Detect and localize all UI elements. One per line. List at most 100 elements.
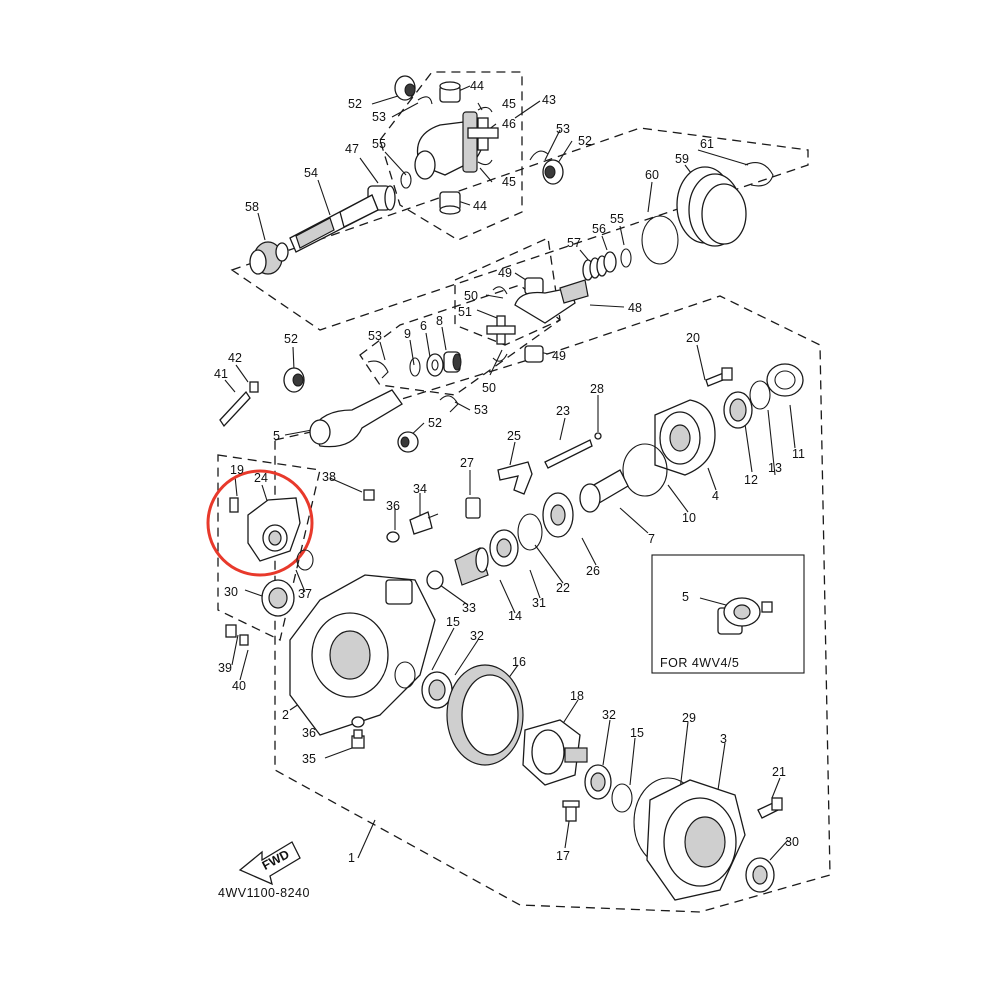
label-36: 36 — [302, 726, 316, 740]
label-35: 35 — [302, 752, 316, 766]
part-48-yoke-shaft — [514, 279, 589, 324]
part-20-bolt — [705, 367, 733, 387]
label-52: 52 — [348, 97, 362, 111]
label-6: 6 — [420, 319, 427, 333]
label-8: 8 — [436, 314, 443, 328]
label-61: 61 — [700, 137, 714, 151]
part-4-front-housing — [654, 399, 716, 476]
highlight-circle — [206, 469, 314, 577]
label-40: 40 — [232, 679, 246, 693]
label-41: 41 — [214, 367, 228, 381]
label-16: 16 — [512, 655, 526, 669]
label-19: 19 — [230, 463, 244, 477]
label-2: 2 — [282, 708, 289, 722]
part-38-bolt — [363, 489, 375, 501]
label-39: 39 — [218, 661, 232, 675]
label-58: 58 — [245, 200, 259, 214]
part-25-shift-fork — [497, 461, 533, 495]
part-45-clip-b — [477, 159, 493, 166]
label-15: 15 — [630, 726, 644, 740]
part-46-spider — [467, 117, 499, 151]
part-21-bolt — [757, 797, 783, 819]
part-32-bearing-right — [584, 764, 612, 800]
part-43-yoke — [414, 111, 485, 180]
label-53: 53 — [372, 110, 386, 124]
label-50: 50 — [482, 381, 496, 395]
label-47: 47 — [345, 142, 359, 156]
label-32: 32 — [602, 708, 616, 722]
part-34-switch — [409, 511, 439, 535]
label-22: 22 — [556, 581, 570, 595]
label-10: 10 — [682, 511, 696, 525]
part-53-clip-right — [529, 150, 549, 161]
label-17: 17 — [556, 849, 570, 863]
label-43: 43 — [542, 93, 556, 107]
label-30: 30 — [785, 835, 799, 849]
part-15-shim-left — [394, 661, 416, 689]
label-46: 46 — [502, 117, 516, 131]
label-50: 50 — [464, 289, 478, 303]
label-33: 33 — [462, 601, 476, 615]
part-labels: 52 53 44 45 43 46 53 52 55 47 54 45 44 5… — [214, 79, 805, 865]
label-32: 32 — [470, 629, 484, 643]
u-joint-top-outline — [379, 71, 523, 241]
label-59: 59 — [675, 152, 689, 166]
label-36: 36 — [386, 499, 400, 513]
part-49-cap-top — [524, 277, 544, 295]
label-1: 1 — [348, 851, 355, 865]
part-53-clip-low — [439, 395, 459, 413]
part-52-bearing-lower — [397, 431, 419, 453]
part-22-ring — [517, 513, 543, 551]
label-20: 20 — [686, 331, 700, 345]
part-49-cap-bottom — [524, 345, 544, 363]
label-5: 5 — [273, 429, 280, 443]
part-44-cap-bottom — [439, 191, 461, 215]
part-60-band — [641, 215, 679, 265]
label-9: 9 — [404, 327, 411, 341]
part-30-seal-left — [261, 579, 295, 617]
label-53: 53 — [474, 403, 488, 417]
part-24-cover — [247, 497, 301, 562]
part-5-output-yoke — [309, 389, 403, 448]
part-17-bolt — [562, 800, 580, 822]
part-55-circlip-mid — [620, 248, 632, 268]
part-27-spring — [465, 497, 481, 519]
part-50-clip-a — [492, 286, 508, 295]
part-52-bearing-mid — [283, 367, 305, 393]
label-28: 28 — [590, 382, 604, 396]
label-52: 52 — [284, 332, 298, 346]
label-4: 4 — [712, 489, 719, 503]
part-26-clutch-gear — [542, 492, 574, 538]
part-50-clip-b — [492, 353, 508, 362]
part-11-cap — [766, 363, 804, 397]
part-52-bearing-right — [542, 159, 564, 185]
label-29: 29 — [682, 711, 696, 725]
part-40-gasket — [239, 634, 249, 646]
part-45-clip-a — [477, 106, 493, 113]
part-51-spider — [486, 315, 516, 345]
part-53-clip-mid — [367, 360, 389, 379]
label-37: 37 — [298, 587, 312, 601]
part-2-differential-case — [289, 574, 436, 736]
label-30: 30 — [224, 585, 238, 599]
label-13: 13 — [768, 461, 782, 475]
label-5: 5 — [682, 590, 689, 604]
part-23-shaft — [544, 439, 593, 469]
part-37-oring — [296, 549, 314, 571]
label-45: 45 — [502, 97, 516, 111]
part-36-washer-top — [386, 531, 400, 543]
label-51: 51 — [458, 305, 472, 319]
inset-box — [651, 554, 805, 674]
part-41-pin — [219, 390, 251, 428]
label-52: 52 — [428, 416, 442, 430]
fwd-arrow: FWD — [238, 841, 301, 886]
label-14: 14 — [508, 609, 522, 623]
part-35-bolt — [351, 729, 365, 749]
label-53: 53 — [368, 329, 382, 343]
label-45: 45 — [502, 175, 516, 189]
label-21: 21 — [772, 765, 786, 779]
part-39-plug — [225, 624, 237, 638]
left-sub-outline — [217, 454, 321, 641]
label-44: 44 — [473, 199, 487, 213]
